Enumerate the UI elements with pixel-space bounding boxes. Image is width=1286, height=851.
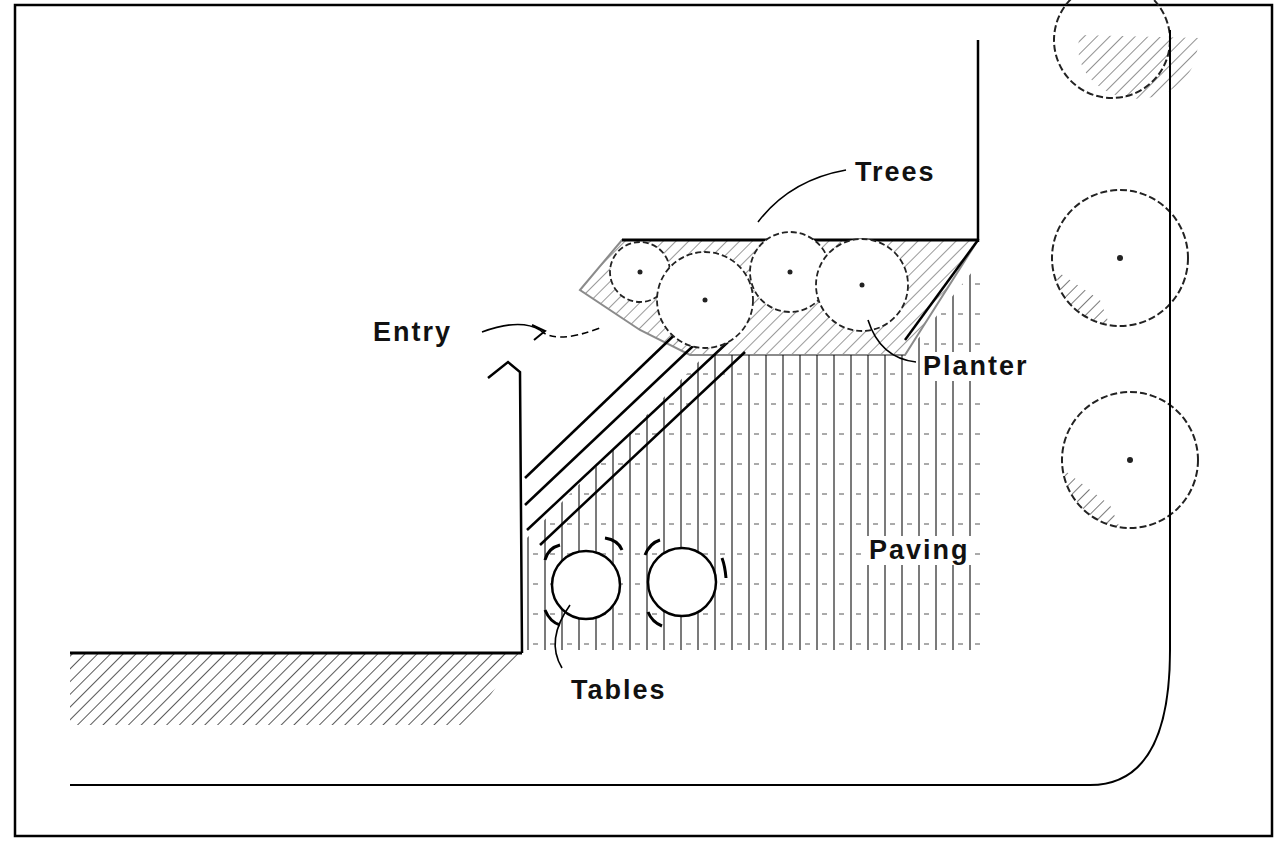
building-wall bbox=[70, 652, 522, 655]
callout-label: Trees bbox=[852, 158, 939, 187]
leader-line bbox=[482, 170, 916, 668]
planter-trees bbox=[610, 232, 908, 348]
street-trees bbox=[1052, 0, 1200, 560]
entry-wall bbox=[488, 362, 522, 653]
curb-line bbox=[70, 40, 1170, 785]
tree-trunk bbox=[638, 270, 865, 303]
callout-label: Tables bbox=[568, 676, 670, 705]
ground-hatch bbox=[70, 652, 520, 725]
callout-label: Paving bbox=[866, 536, 973, 565]
callout-label: Entry bbox=[370, 318, 455, 347]
frame bbox=[15, 5, 1272, 836]
callout-label: Planter bbox=[920, 352, 1032, 381]
building-wall bbox=[977, 40, 980, 242]
tables bbox=[545, 538, 726, 626]
entry-arrow bbox=[532, 325, 545, 340]
